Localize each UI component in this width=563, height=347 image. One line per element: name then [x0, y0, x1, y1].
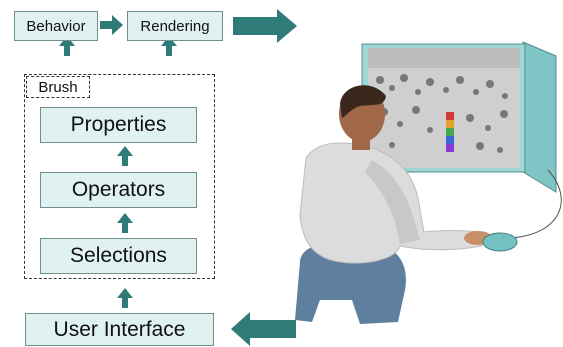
arrow-selections-to-operators — [117, 213, 133, 233]
selections-box: Selections — [40, 238, 197, 274]
behavior-box: Behavior — [14, 11, 98, 41]
arrow-up-to-behavior — [59, 36, 75, 56]
arrow-rendering-out — [233, 9, 297, 43]
arrow-operators-to-properties — [117, 146, 133, 166]
properties-label: Properties — [70, 113, 167, 136]
arrow-up-to-rendering — [161, 36, 177, 56]
arrow-into-user-interface — [231, 312, 296, 346]
operators-box: Operators — [40, 172, 197, 208]
brush-group-label: Brush — [26, 76, 90, 98]
input-device-cable — [509, 169, 562, 239]
selections-label: Selections — [70, 244, 167, 267]
properties-box: Properties — [40, 107, 197, 143]
user-interface-label: User Interface — [53, 317, 186, 341]
user-interface-box: User Interface — [25, 313, 214, 346]
input-pad-device — [482, 232, 518, 252]
arrow-behavior-to-rendering — [100, 15, 123, 35]
operators-label: Operators — [71, 178, 166, 201]
rendering-label: Rendering — [140, 17, 210, 35]
user-figure-illustration — [295, 85, 492, 324]
behavior-label: Behavior — [26, 17, 86, 35]
brush-group-frame — [24, 74, 215, 279]
rendering-box: Rendering — [127, 11, 223, 41]
display-wall-illustration — [361, 41, 557, 193]
arrow-ui-to-brush — [117, 288, 133, 308]
